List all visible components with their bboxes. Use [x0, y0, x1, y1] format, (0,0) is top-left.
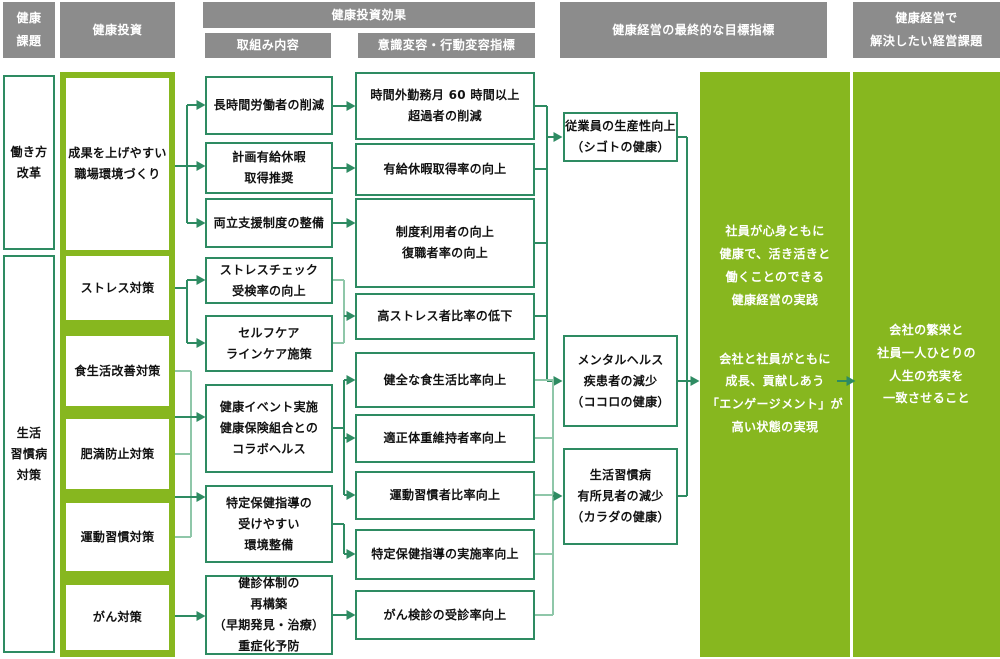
indicator-box-healthy-diet: 健全な食生活比率向上 [355, 352, 535, 408]
header-health-investment: 健康投資 [60, 2, 175, 58]
indicator-box-guidance-rate: 特定保健指導の実施率向上 [355, 529, 535, 580]
indicator-box-cancer-screening: がん検診の受診率向上 [355, 590, 535, 640]
management-goal-panel: 会社の繁栄と 社員一人ひとりの 人生の充実を 一致させること [853, 72, 1000, 657]
management-goal-text: 会社の繁栄と 社員一人ひとりの 人生の充実を 一致させること [877, 322, 976, 406]
indicator-box-paid-leave-rate: 有給休暇取得率の向上 [355, 143, 535, 196]
indicator-box-high-stress: 高ストレス者比率の低下 [355, 293, 535, 340]
initiative-box-paid-leave: 計画有給休暇 取得推奨 [205, 142, 333, 194]
vision-panel: 社員が心身ともに 健康で、活き活きと 働くことのできる 健康経営の実践 会社と社… [700, 72, 850, 657]
investment-box-diet: 食生活改善対策 [66, 336, 169, 406]
vision-text-1: 社員が心身ともに 健康で、活き活きと 働くことのできる 健康経営の実践 [719, 224, 831, 307]
indicator-box-system-users: 制度利用者の向上 復職者率の向上 [355, 198, 535, 288]
indicator-box-overtime: 時間外勤務月 60 時間以上 超過者の削減 [355, 72, 535, 140]
issue-box-lifestyle-disease: 生活 習慣病 対策 [3, 255, 55, 653]
investment-box-workplace-environment: 成果を上げやすい 職場環境づくり [66, 78, 169, 250]
initiative-box-checkup-system: 健診体制の 再構築 （早期発見・治療） 重症化予防 [205, 575, 333, 655]
header-management-issues: 健康経営で 解決したい経営課題 [853, 2, 1000, 58]
indicator-box-proper-weight: 適正体重維持者率向上 [355, 414, 535, 463]
goal-box-lifestyle-disease: 生活習慣病 有所見者の減少 （カラダの健康） [563, 448, 678, 545]
investment-box-cancer: がん対策 [66, 585, 169, 650]
investment-box-exercise: 運動習慣対策 [66, 503, 169, 571]
initiative-box-overtime-reduction: 長時間労働者の削減 [205, 76, 333, 135]
goal-box-productivity: 従業員の生産性向上 （シゴトの健康） [563, 112, 678, 162]
initiative-box-health-event: 健康イベント実施 健康保険組合との コラボヘルス [205, 384, 333, 473]
header-behavior-change-indicators: 意識変容・行動変容指標 [358, 33, 535, 58]
header-initiative-content: 取組み内容 [205, 33, 331, 58]
goal-box-mental-health: メンタルヘルス 疾患者の減少 （ココロの健康） [563, 335, 678, 427]
initiative-box-health-guidance: 特定保健指導の 受けやすい 環境整備 [205, 485, 333, 563]
issue-box-workstyle-reform: 働き方 改革 [3, 75, 55, 250]
vision-text-2: 会社と社員がともに 成長、貢献しあう 「エンゲージメント」が 高い状態の実現 [706, 351, 844, 434]
investment-box-stress: ストレス対策 [66, 256, 169, 320]
header-health-issues: 健康 課題 [3, 2, 55, 58]
initiative-box-selfcare: セルフケア ラインケア施策 [205, 315, 333, 372]
initiative-box-stress-check: ストレスチェック 受検率の向上 [205, 257, 333, 304]
header-investment-effect: 健康投資効果 [203, 2, 535, 28]
header-final-target-indicators: 健康経営の最終的な目標指標 [560, 2, 827, 58]
indicator-box-exercise-habit: 運動習慣者比率向上 [355, 471, 535, 520]
initiative-box-support-system: 両立支援制度の整備 [205, 198, 333, 248]
investment-box-obesity: 肥満防止対策 [66, 419, 169, 489]
